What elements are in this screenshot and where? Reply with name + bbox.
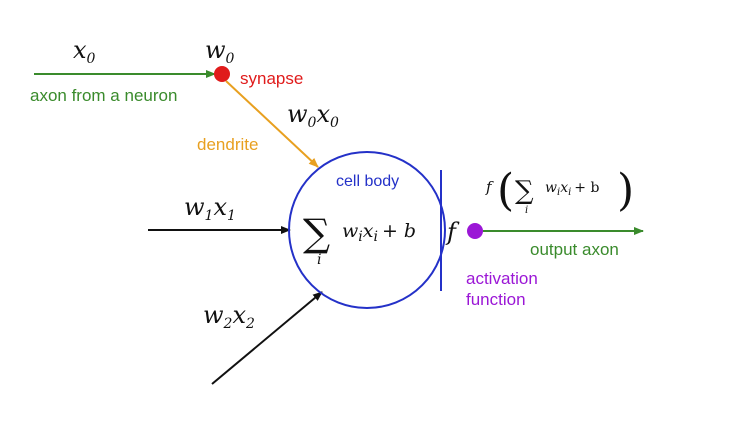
w2x2-label: w2x2 xyxy=(203,301,255,332)
dendrite-label: dendrite xyxy=(197,135,258,154)
output-sum-body: wixi+ b xyxy=(545,180,599,198)
output-axon-label: output axon xyxy=(530,240,619,259)
f-symbol: f xyxy=(445,218,460,246)
x0-label: x0 xyxy=(73,36,96,67)
sum-body: wixi+ b xyxy=(342,220,416,245)
w0x0-label: w0x0 xyxy=(287,100,339,131)
output-open-paren: ( xyxy=(497,165,514,216)
function-label: function xyxy=(466,290,526,309)
output-f: f xyxy=(485,178,494,196)
cell-body-circle xyxy=(288,151,446,309)
synapse-label: synapse xyxy=(240,69,303,88)
synapse-dot xyxy=(214,66,230,82)
axon-from-neuron-label: axon from a neuron xyxy=(30,86,177,105)
sum-formula: ∑ i wixi+ b xyxy=(303,211,416,268)
w0-label: w0 xyxy=(205,36,235,67)
w1x1-label: w1x1 xyxy=(184,193,236,224)
dendrite-arrow xyxy=(225,80,319,168)
activation-label: activation xyxy=(466,269,538,288)
sum-symbol: ∑ xyxy=(303,211,330,255)
output-sum-index: i xyxy=(525,205,528,216)
sum-index: i xyxy=(317,252,321,268)
output-close-paren: ) xyxy=(617,165,634,216)
cell-body-label: cell body xyxy=(336,173,399,190)
output-sum-symbol: ∑ xyxy=(515,176,534,206)
input-w2x2-arrow xyxy=(211,291,323,385)
output-formula: f ( ∑ i wixi+ b ) xyxy=(485,165,634,216)
activation-dot xyxy=(467,223,483,239)
